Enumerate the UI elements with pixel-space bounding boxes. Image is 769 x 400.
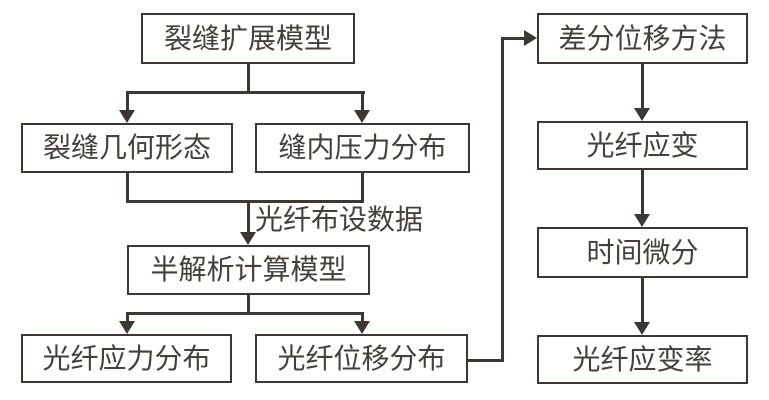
connector-segment — [641, 170, 644, 216]
arrowhead-down-icon — [119, 321, 135, 334]
node-time-differentiation: 时间微分 — [537, 227, 748, 278]
connector-segment — [641, 278, 644, 324]
node-crack-propagation-model: 裂缝扩展模型 — [141, 13, 355, 64]
connector-segment — [501, 37, 504, 362]
node-fiber-displacement-distribution: 光纤位移分布 — [255, 334, 468, 383]
node-semi-analytical-model: 半解析计算模型 — [127, 245, 370, 295]
arrowhead-down-icon — [634, 214, 650, 227]
node-label: 半解析计算模型 — [150, 254, 347, 285]
node-differential-displacement-method: 差分位移方法 — [537, 13, 748, 64]
node-fiber-strain-rate: 光纤应变率 — [537, 335, 748, 384]
connector-segment — [126, 200, 364, 203]
node-label: 光纤应力分布 — [42, 342, 211, 374]
node-fiber-strain: 光纤应变 — [537, 121, 748, 170]
node-label: 缝内压力分布 — [278, 132, 447, 163]
connector-segment — [126, 173, 129, 203]
node-label: 差分位移方法 — [558, 22, 727, 54]
arrowhead-down-icon — [119, 110, 135, 123]
arrowhead-down-icon — [240, 232, 256, 245]
node-fiber-stress-distribution: 光纤应力分布 — [21, 334, 232, 383]
connector-segment — [361, 312, 364, 323]
connector-segment — [126, 91, 365, 94]
node-fracture-geometry: 裂缝几何形态 — [21, 123, 233, 173]
node-label: 裂缝扩展模型 — [163, 22, 332, 54]
connector-segment — [466, 359, 504, 362]
connector-segment — [247, 295, 250, 315]
connector-segment — [126, 91, 129, 112]
arrowhead-right-icon — [524, 30, 537, 46]
connector-segment — [126, 312, 129, 323]
connector-segment — [247, 64, 250, 93]
arrowhead-down-icon — [354, 110, 370, 123]
edge-label-fiber-layout-data: 光纤布设数据 — [255, 204, 424, 235]
node-label: 光纤应变率 — [572, 343, 713, 375]
connector-segment — [126, 312, 364, 315]
node-label: 光纤应变 — [586, 129, 699, 161]
arrowhead-down-icon — [634, 108, 650, 121]
node-label: 时间微分 — [586, 236, 699, 268]
node-fracture-pressure-distribution: 缝内压力分布 — [255, 123, 470, 173]
node-label: 裂缝几何形态 — [42, 132, 211, 163]
arrowhead-down-icon — [354, 321, 370, 334]
arrowhead-down-icon — [634, 322, 650, 335]
connector-segment — [247, 200, 250, 233]
connector-segment — [361, 91, 364, 112]
node-label: 光纤位移分布 — [277, 342, 446, 374]
connector-segment — [501, 37, 526, 40]
connector-segment — [641, 64, 644, 110]
connector-segment — [361, 173, 364, 203]
